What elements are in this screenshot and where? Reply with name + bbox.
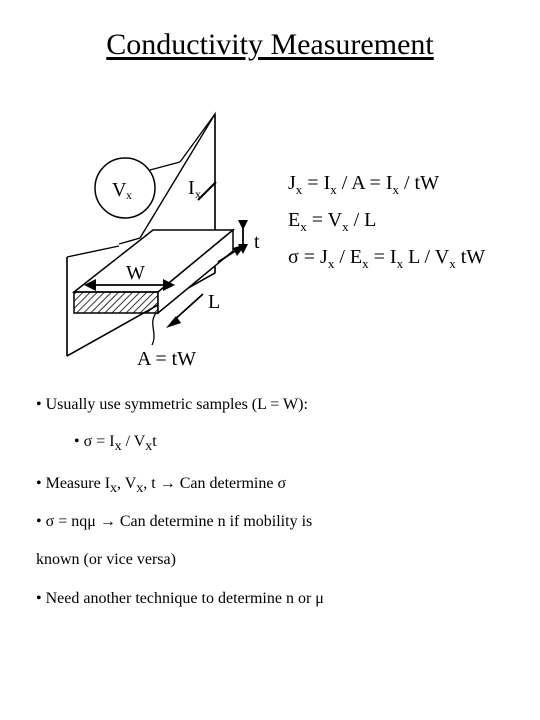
vx-label-sub: x (126, 188, 132, 202)
bullet-symmetric-samples: • Usually use symmetric samples (L = W): (36, 396, 308, 413)
equation-sigma: σ = Jx / Ex = Ix L / Vx tW (288, 246, 486, 271)
ix-label: I (188, 177, 195, 199)
voltmeter-circle (94, 157, 156, 219)
bullet-another-technique: • Need another technique to determine n … (36, 590, 324, 607)
equation-jx: Jx = Ix / A = Ix / tW (288, 172, 439, 197)
length-label: L (208, 291, 220, 313)
sample-slab-front (73, 291, 159, 314)
vx-label: V (112, 179, 127, 201)
thickness-label: t (254, 231, 260, 253)
sample-slab-side (157, 228, 234, 315)
bullet-measure: • Measure Ix, Vx, t → Can determine σ (36, 475, 287, 497)
width-label: W (126, 262, 145, 284)
page-title: Conductivity Measurement (106, 28, 434, 61)
bullet-nqmu-continued: known (or vice versa) (36, 551, 176, 568)
bullet-nqmu: • σ = nqμ → Can determine n if mobility … (36, 513, 313, 530)
area-label: A = tW (137, 348, 196, 370)
ix-label-sub: x (195, 187, 201, 201)
equation-ex: Ex = Vx / L (288, 209, 377, 234)
bullet-sigma-formula: • σ = Ix / Vxt (74, 433, 157, 455)
